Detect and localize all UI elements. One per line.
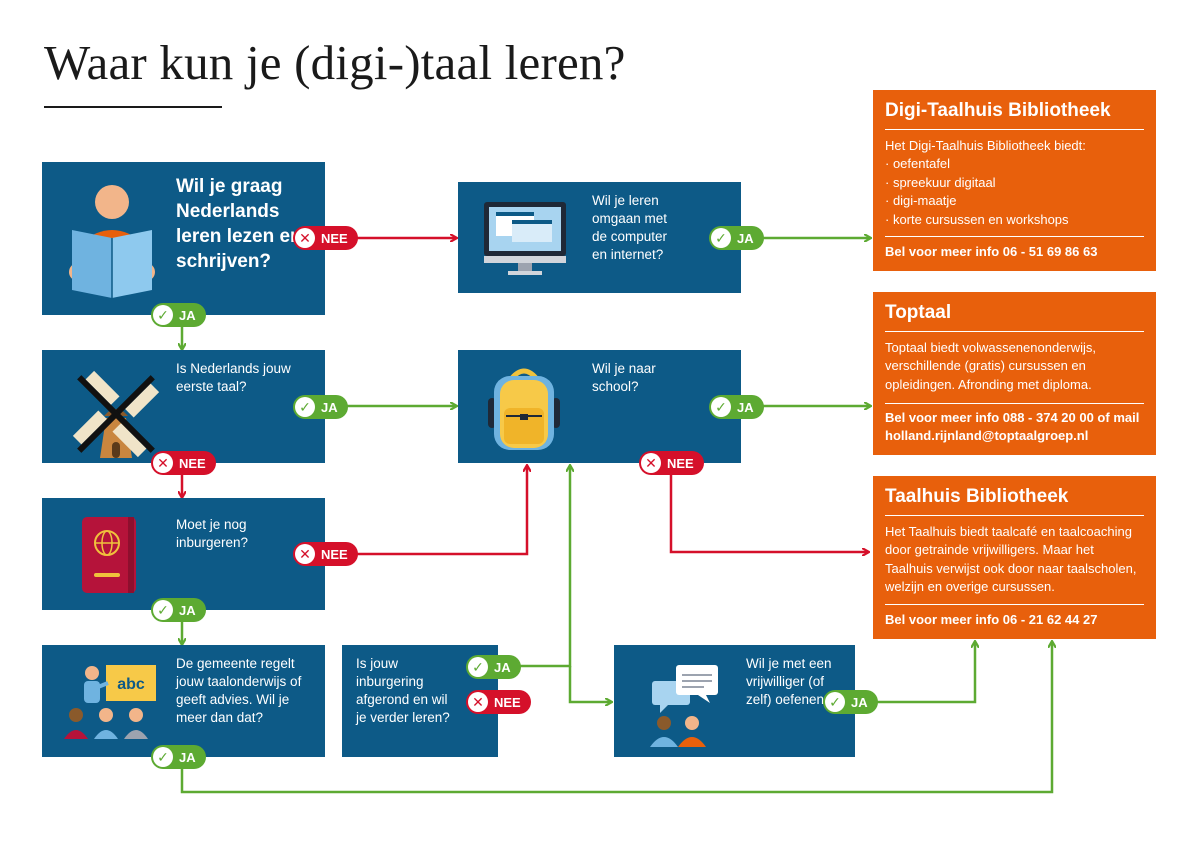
question-box-vrijwilliger: Wil je met een vrijwilliger (of zelf) oe…: [614, 645, 855, 757]
digi-taalhuis-contact: Bel voor meer info 06 - 51 69 86 63: [885, 244, 1098, 259]
svg-text:abc: abc: [117, 676, 145, 693]
result-box-toptaal: Toptaal Toptaal biedt volwassenenonderwi…: [873, 292, 1156, 455]
ja-badge-computer: ✓JA: [709, 226, 764, 250]
digi-taalhuis-divider-bottom: [885, 236, 1144, 237]
check-icon: ✓: [153, 600, 173, 620]
ja-badge-gemeente: ✓JA: [151, 745, 206, 769]
taalhuis-divider-bottom: [885, 604, 1144, 605]
question-box-inburgeren: Moet je nog inburgeren?: [42, 498, 325, 610]
ja-badge-first-language: ✓JA: [293, 395, 348, 419]
digi-taalhuis-item: · oefentafel: [885, 156, 951, 172]
chat-bubbles-people-icon: [650, 665, 718, 747]
title-underline: [44, 106, 222, 108]
digi-taalhuis-body: Het Digi-Taalhuis Bibliotheek biedt: · o…: [885, 137, 1144, 229]
school-backpack-icon: [488, 368, 560, 450]
arrow-vrijwilliger-ja-to-taalhuis: [855, 642, 975, 704]
check-icon: ✓: [825, 692, 845, 712]
digi-taalhuis-item: · korte cursussen en workshops: [885, 211, 1069, 227]
digi-taalhuis-item: · digi-maatje: [885, 193, 957, 209]
person-reading-icon: [69, 185, 155, 298]
digi-taalhuis-item: · spreekuur digitaal: [885, 174, 996, 190]
windmill-icon: [72, 370, 160, 458]
question-vrijwilliger-text: Wil je met een vrijwilliger (of zelf) oe…: [746, 656, 832, 707]
check-icon: ✓: [295, 397, 315, 417]
result-box-taalhuis: Taalhuis Bibliotheek Het Taalhuis biedt …: [873, 476, 1156, 639]
toptaal-body: Toptaal biedt volwassenenonderwijs, vers…: [885, 340, 1097, 392]
question-school-text: Wil je naar school?: [592, 361, 656, 394]
taalhuis-title: Taalhuis Bibliotheek: [885, 486, 1069, 507]
toptaal-contact: Bel voor meer info 088 - 374 20 00 of ma…: [885, 410, 1140, 444]
arrow-gemeente-ja-to-taalhuis: [180, 642, 1052, 794]
ja-badge-vrijwilliger: ✓JA: [823, 690, 878, 714]
passport-icon: [82, 517, 136, 593]
taalhuis-divider-top: [885, 515, 1144, 516]
question-afgerond-text: Is jouw inburgering afgerond en wil je v…: [356, 656, 450, 725]
check-icon: ✓: [153, 305, 173, 325]
ja-badge-learn-reading: ✓JA: [151, 303, 206, 327]
arrow-afgerond-ja-to-vrijwilliger: [568, 666, 611, 702]
question-box-first-language: Is Nederlands jouw eerste taal?: [42, 350, 325, 463]
nee-badge-afgerond: ✕NEE: [466, 690, 531, 714]
question-box-school: Wil je naar school?: [458, 350, 741, 463]
digi-taalhuis-intro: Het Digi-Taalhuis Bibliotheek biedt:: [885, 138, 1086, 153]
result-box-digi-taalhuis: Digi-Taalhuis Bibliotheek Het Digi-Taalh…: [873, 90, 1156, 271]
cross-icon: ✕: [641, 453, 661, 473]
page-title: Waar kun je (digi-)taal leren?: [44, 35, 626, 90]
cross-icon: ✕: [153, 453, 173, 473]
check-icon: ✓: [711, 397, 731, 417]
toptaal-divider-bottom: [885, 403, 1144, 404]
question-computer-text: Wil je leren omgaan met de computer en i…: [592, 193, 668, 262]
ja-badge-inburgeren: ✓JA: [151, 598, 206, 622]
taalhuis-contact: Bel voor meer info 06 - 21 62 44 27: [885, 612, 1098, 627]
question-learn-reading-text: Wil je graag Nederlands leren lezen en s…: [176, 176, 302, 272]
nee-badge-first-language: ✕NEE: [151, 451, 216, 475]
question-box-learn-reading: Wil je graag Nederlands leren lezen en s…: [42, 162, 325, 315]
cross-icon: ✕: [295, 544, 315, 564]
nee-badge-learn-reading: ✕NEE: [293, 226, 358, 250]
toptaal-title: Toptaal: [885, 302, 952, 323]
classroom-abc-icon: abc: [64, 665, 156, 739]
digi-taalhuis-divider-top: [885, 129, 1144, 130]
computer-monitor-icon: [484, 202, 566, 275]
taalhuis-body: Het Taalhuis biedt taalcafé en taalcoach…: [885, 524, 1137, 595]
check-icon: ✓: [153, 747, 173, 767]
ja-badge-afgerond: ✓JA: [466, 655, 521, 679]
question-box-gemeente: abc De gemeente regelt jouw taalonderwij…: [42, 645, 325, 757]
ja-badge-school: ✓JA: [709, 395, 764, 419]
toptaal-divider-top: [885, 331, 1144, 332]
arrow-inburgeren-nee-to-school: [325, 466, 527, 556]
arrow-afgerond-ja-to-school: [498, 466, 570, 668]
digi-taalhuis-title: Digi-Taalhuis Bibliotheek: [885, 100, 1111, 121]
nee-badge-inburgeren: ✕NEE: [293, 542, 358, 566]
cross-icon: ✕: [468, 692, 488, 712]
cross-icon: ✕: [295, 228, 315, 248]
check-icon: ✓: [711, 228, 731, 248]
check-icon: ✓: [468, 657, 488, 677]
question-first-language-text: Is Nederlands jouw eerste taal?: [176, 361, 291, 394]
arrow-school-nee-to-taalhuis: [669, 463, 868, 552]
question-inburgeren-text: Moet je nog inburgeren?: [176, 517, 249, 550]
question-box-computer: Wil je leren omgaan met de computer en i…: [458, 182, 741, 293]
nee-badge-school: ✕NEE: [639, 451, 704, 475]
question-gemeente-text: De gemeente regelt jouw taalonderwijs of…: [176, 656, 302, 725]
